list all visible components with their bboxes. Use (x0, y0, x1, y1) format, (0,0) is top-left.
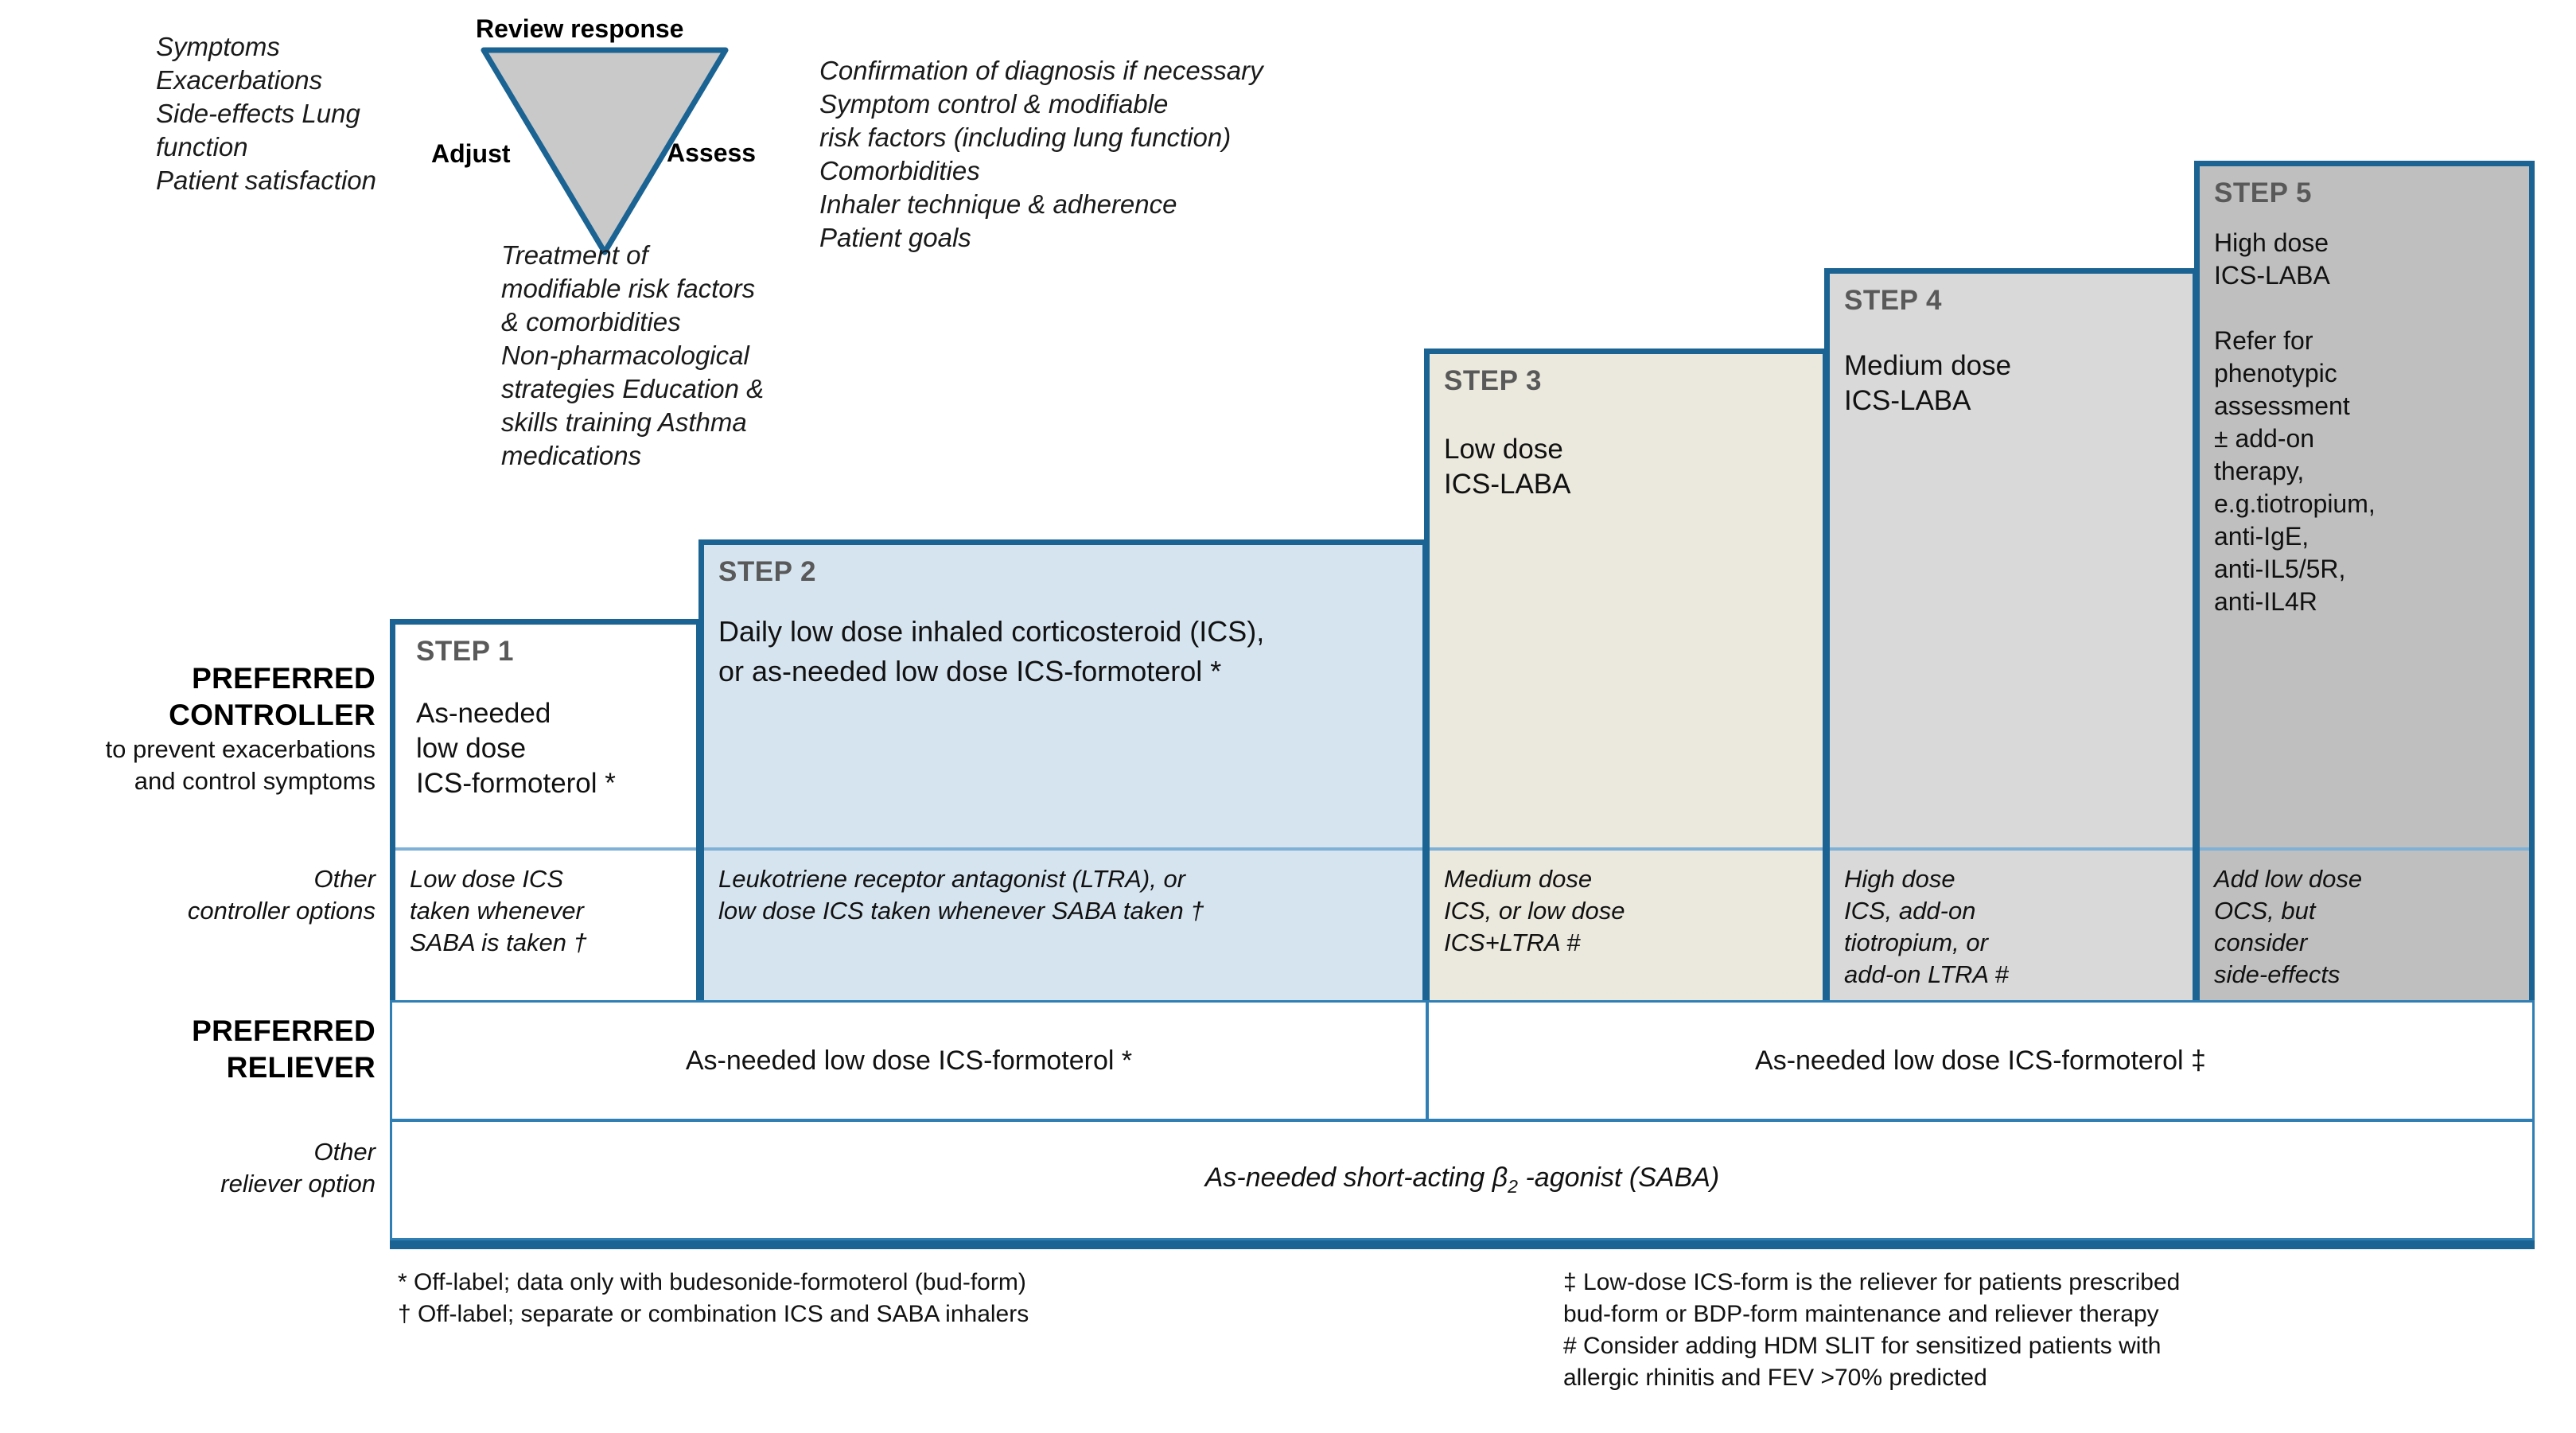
assess-items-text: Confirmation of diagnosis if necessary S… (819, 56, 1263, 252)
footnote-left: * Off-label; data only with budesonide-f… (398, 1269, 1029, 1327)
preferred-controller-label: PREFERRED CONTROLLER (169, 662, 376, 731)
beta2-subscript: 2 (1508, 1175, 1519, 1197)
adjust-items-text: Symptoms Exacerbations Side-effects Lung… (156, 32, 376, 195)
footnote-right: ‡ Low-dose ICS-form is the reliever for … (1563, 1269, 2181, 1391)
step-3-label: STEP 3 (1444, 365, 1542, 396)
step-2-label: STEP 2 (718, 556, 816, 587)
step-2-body: Daily low dose inhaled corticosteroid (I… (718, 615, 1265, 687)
other-reliever-text: As-needed short-acting β2 -agonist (SABA… (1205, 1162, 1720, 1197)
preferred-controller-sublabel: to prevent exacerbations and control sym… (105, 735, 376, 795)
step-5-body: High dose ICS-LABA Refer for phenotypic … (2214, 228, 2376, 616)
other-reliever-text-post: -agonist (SABA) (1518, 1162, 1720, 1194)
matrix-bottom-rule (390, 1240, 2535, 1249)
treatment-items-text: Treatment of modifiable risk factors & c… (501, 240, 765, 470)
adjust-label: Adjust (431, 139, 511, 168)
other-reliever-text-pre: As-needed short-acting β (1204, 1162, 1508, 1194)
preferred-reliever-label: PREFERRED RELIEVER (192, 1014, 376, 1084)
other-controller-cell-step-3[interactable]: Medium dose ICS, or low dose ICS+LTRA # (1430, 847, 1823, 1000)
preferred-controller-label-group: PREFERRED CONTROLLER to prevent exacerba… (8, 660, 376, 797)
step-3-body: Low dose ICS-LABA (1444, 434, 1571, 500)
step-4-body: Medium dose ICS-LABA (1844, 350, 2012, 416)
preferred-reliever-right-cell[interactable]: As-needed low dose ICS-formoterol ‡ (1426, 1000, 2535, 1121)
other-controller-options-label: Other controller options (187, 865, 376, 925)
other-controller-text-step-4: High dose ICS, add-on tiotropium, or add… (1844, 865, 2009, 988)
preferred-reliever-left-cell[interactable]: As-needed low dose ICS-formoterol * (390, 1000, 1428, 1121)
other-controller-text-step-5: Add low dose OCS, but consider side-effe… (2214, 865, 2363, 988)
review-response-label: Review response (476, 14, 684, 43)
step-5-label: STEP 5 (2214, 177, 2312, 208)
preferred-reliever-left-text: As-needed low dose ICS-formoterol * (685, 1045, 1133, 1076)
other-controller-cell-step-5[interactable]: Add low dose OCS, but consider side-effe… (2200, 847, 2529, 1000)
step-1-body: As-needed low dose ICS-formoterol * (416, 698, 616, 799)
other-controller-cell-step-1[interactable]: Low dose ICS taken whenever SABA is take… (395, 847, 696, 1000)
other-controller-cell-step-2[interactable]: Leukotriene receptor antagonist (LTRA), … (704, 847, 1422, 1000)
other-reliever-option-label: Other reliever option (220, 1138, 376, 1197)
other-controller-text-step-3: Medium dose ICS, or low dose ICS+LTRA # (1444, 865, 1625, 956)
step-1-label: STEP 1 (416, 636, 514, 667)
assess-label: Assess (667, 138, 757, 167)
preferred-reliever-right-text: As-needed low dose ICS-formoterol ‡ (1755, 1045, 2206, 1076)
other-reliever-cell[interactable]: As-needed short-acting β2 -agonist (SABA… (390, 1120, 2535, 1240)
other-controller-text-step-1: Low dose ICS taken whenever SABA is take… (410, 865, 587, 956)
cycle-triangle-icon (477, 44, 732, 259)
other-controller-cell-step-4[interactable]: High dose ICS, add-on tiotropium, or add… (1830, 847, 2193, 1000)
other-controller-text-step-2: Leukotriene receptor antagonist (LTRA), … (718, 865, 1204, 925)
assess-adjust-review-cycle: Symptoms Exacerbations Side-effects Lung… (0, 0, 2576, 509)
step-4-label: STEP 4 (1844, 285, 1942, 316)
